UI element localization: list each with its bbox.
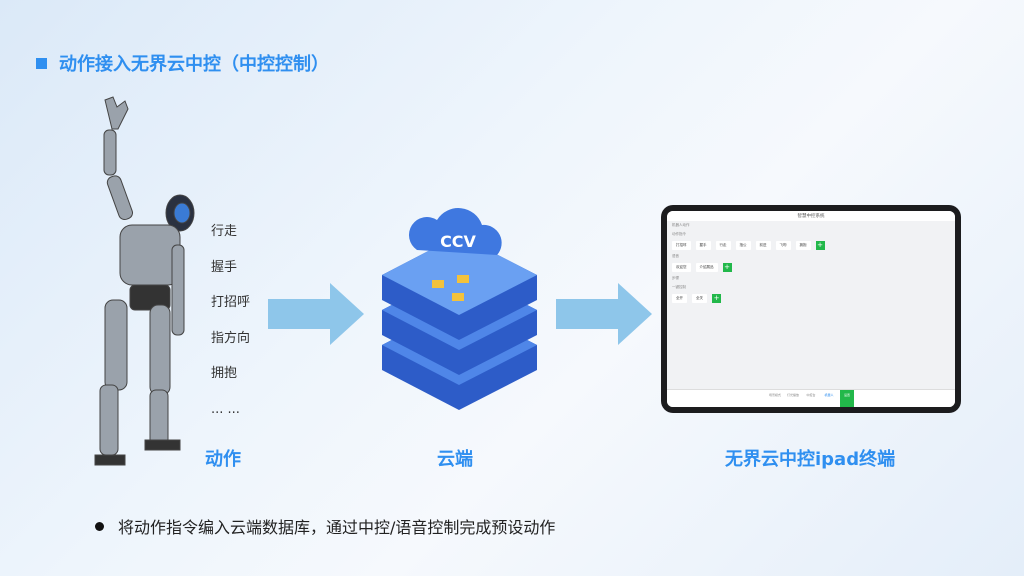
- tab-robot[interactable]: 机器人: [824, 393, 834, 397]
- section-subheading: 动作指令: [672, 232, 686, 236]
- label-cloud: 云端: [437, 449, 473, 470]
- cloud-server-illustration: CCV: [382, 208, 537, 410]
- arrow-right-icon: [556, 283, 652, 345]
- action-chip[interactable]: 指公: [735, 241, 751, 250]
- arrow-right-icon: [268, 283, 364, 345]
- tab-bar: 场景模式 灯光播放 中控台 机器人 设置: [667, 389, 955, 407]
- bullet-text: 将动作指令编入云端数据库，通过中控/语音控制完成预设动作: [118, 518, 556, 537]
- add-button[interactable]: +: [815, 241, 825, 250]
- bullet-point: 将动作指令编入云端数据库，通过中控/语音控制完成预设动作: [95, 514, 555, 538]
- section-subheading: 语音: [672, 254, 679, 258]
- label-action: 动作: [205, 449, 241, 470]
- action-chip[interactable]: 打招呼: [672, 241, 691, 250]
- action-item: 握手: [211, 259, 238, 275]
- action-chip[interactable]: 前进: [755, 241, 771, 250]
- ipad-title: 智慧中控系统: [797, 214, 825, 219]
- action-item: 行走: [211, 224, 238, 239]
- voice-chip[interactable]: 介绍展品: [695, 263, 718, 272]
- action-item: 拥抱: [211, 366, 238, 381]
- slide-title: 动作接入无界云中控（中控控制）: [36, 50, 329, 76]
- action-item: ... ...: [211, 401, 240, 417]
- action-chip[interactable]: 握手: [695, 241, 711, 250]
- label-ipad: 无界云中控ipad终端: [725, 449, 896, 470]
- tab-light[interactable]: 灯光播放: [786, 393, 799, 397]
- action-list: 行走 握手 打招呼 指方向 拥抱 ... ...: [211, 214, 250, 427]
- section-subheading: 一键控制: [672, 285, 686, 289]
- action-item: 打招呼: [211, 295, 251, 310]
- cloud-logo: CCV: [440, 232, 476, 251]
- add-button[interactable]: +: [712, 294, 721, 303]
- step-chip[interactable]: 全关: [692, 294, 707, 303]
- add-button[interactable]: +: [722, 263, 732, 272]
- action-item: 指方向: [211, 330, 251, 346]
- tab-scene[interactable]: 场景模式: [768, 393, 781, 397]
- action-chip[interactable]: 拥抱: [795, 241, 811, 250]
- step-chip[interactable]: 全开: [672, 294, 687, 303]
- section-heading: 机器人动作: [672, 223, 690, 227]
- title-text: 动作接入无界云中控（中控控制）: [59, 54, 329, 75]
- robot-illustration: [94, 96, 195, 466]
- action-chip[interactable]: 行走: [715, 241, 731, 250]
- voice-chip[interactable]: 欢迎您: [672, 263, 691, 272]
- bullet-dot-icon: [95, 521, 104, 531]
- action-chip[interactable]: 飞吻: [775, 241, 791, 250]
- section-heading: 步骤: [672, 276, 679, 280]
- tab-settings[interactable]: 设置: [840, 390, 854, 407]
- ipad-screen: 智慧中控系统 机器人动作 动作指令 打招呼 握手 行走 指公 前进 飞吻 拥抱 …: [667, 211, 955, 407]
- square-bullet-icon: [36, 57, 47, 69]
- tab-console[interactable]: 中控台: [806, 393, 816, 397]
- ipad-device: 智慧中控系统 机器人动作 动作指令 打招呼 握手 行走 指公 前进 飞吻 拥抱 …: [661, 205, 961, 413]
